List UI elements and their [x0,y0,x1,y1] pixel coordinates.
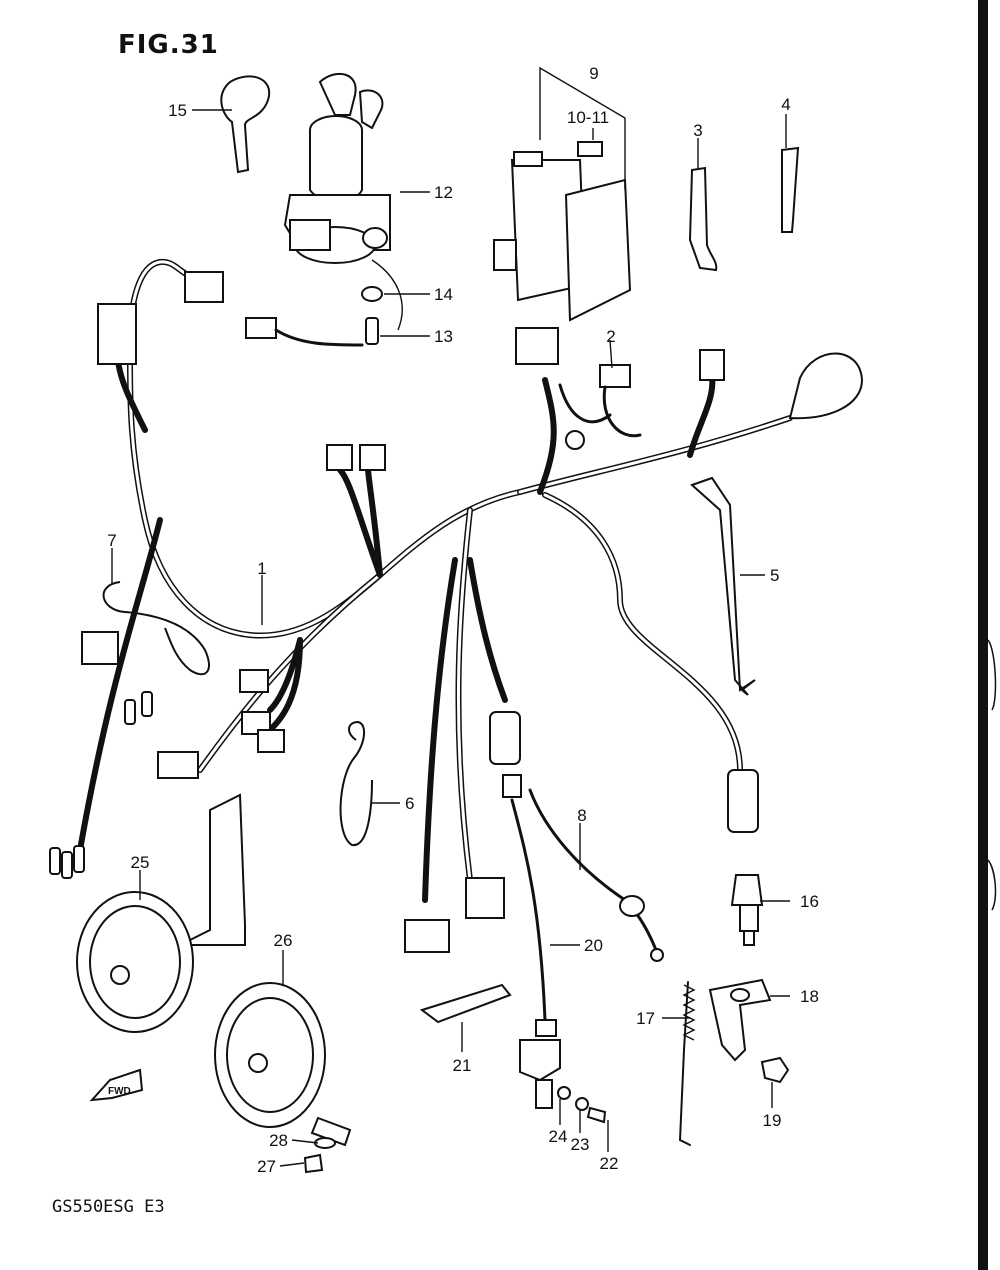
forward-direction-arrow: FWD [89,1068,144,1102]
callout-19: 19 [763,1111,782,1130]
switch-washer [361,286,383,302]
callout-6: 6 [405,794,414,813]
fwd-label: FWD [108,1086,131,1097]
horn-front [76,891,194,1033]
leader-lines [111,66,790,1167]
callout-20: 20 [584,936,603,955]
switch-leader-line [371,259,403,331]
callout-27: 27 [257,1157,276,1176]
neutral-switch-screw [586,1106,607,1124]
harness-spade-terminals [49,691,153,879]
callout-16: 16 [800,892,819,911]
callout-labels: 1 2 3 4 5 6 7 8 9 10-11 12 13 14 15 16 1… [107,64,819,1176]
figure-title: FIG.31 [118,30,219,60]
callout-15: 15 [168,101,187,120]
horn-bolt [303,1153,324,1174]
harness-terminal-c [257,729,285,753]
callout-10-11: 10-11 [567,108,609,127]
harness-connector-bullet-b [359,444,386,471]
neutral-switch-o-ring [557,1086,571,1100]
neutral-switch-washer [575,1097,589,1111]
adjacent-page-edge [988,639,997,911]
clamp-band [102,581,210,676]
brake-switch-bracket [708,978,772,1062]
fuse-icon [577,141,603,157]
callout-12: 12 [434,183,453,202]
ignition-switch [283,73,391,264]
ignition-key [220,75,271,174]
switch-screw [365,317,379,345]
callout-4: 4 [781,95,790,114]
neutral-switch [519,1019,561,1109]
horn-rear [214,982,352,1147]
harness-connector-side [81,631,119,665]
harness-connector-top [184,271,224,303]
clamp-bracket [688,166,718,272]
callout-24: 24 [549,1127,568,1146]
harness-boot-connector [489,711,521,765]
harness-connector-right [699,349,725,381]
cable-tie [690,476,756,696]
callout-17: 17 [636,1009,655,1028]
brake-switch-spring [678,981,696,1146]
page-border-bar [978,0,988,1270]
strap-clamp [781,146,800,233]
harness-terminal-a [239,669,269,693]
callout-14: 14 [434,285,453,304]
wiring-harness [49,258,864,953]
callout-5: 5 [770,566,779,585]
rear-brake-switch [730,874,764,946]
callout-23: 23 [571,1135,590,1154]
callout-9: 9 [589,64,598,83]
fuse-box [493,141,632,322]
callout-18: 18 [800,987,819,1006]
ground-lead [528,788,664,962]
switch-lead-connector [245,317,364,347]
neutral-switch-lead [502,774,547,1022]
harness-rubber-boot [788,352,864,420]
harness-terminal-b [241,711,271,735]
harness-clip-connector [157,751,199,779]
harness-connector-lower [465,877,505,919]
harness-relay-connector [558,364,642,450]
harness-connector-bullet-a [326,444,353,471]
callout-8: 8 [577,806,586,825]
callout-3: 3 [693,121,702,140]
callout-28: 28 [269,1131,288,1150]
model-code: GS550ESG E3 [52,1197,165,1217]
harness-boot-connector-right [727,769,759,833]
callout-13: 13 [434,327,453,346]
callout-21: 21 [453,1056,472,1075]
harness-connector-lower-left [404,919,450,953]
callout-26: 26 [274,931,293,950]
harness-connector-left [97,303,137,365]
callout-25: 25 [131,853,150,872]
lead-retainer-plate [419,983,512,1024]
harness-connector-center [515,327,559,365]
horn-bracket [179,793,246,946]
callout-7: 7 [107,531,116,550]
wire-clip [339,720,373,847]
callout-2: 2 [606,327,615,346]
bracket-bolt [760,1056,790,1084]
callout-22: 22 [600,1154,619,1173]
callout-1: 1 [257,559,266,578]
